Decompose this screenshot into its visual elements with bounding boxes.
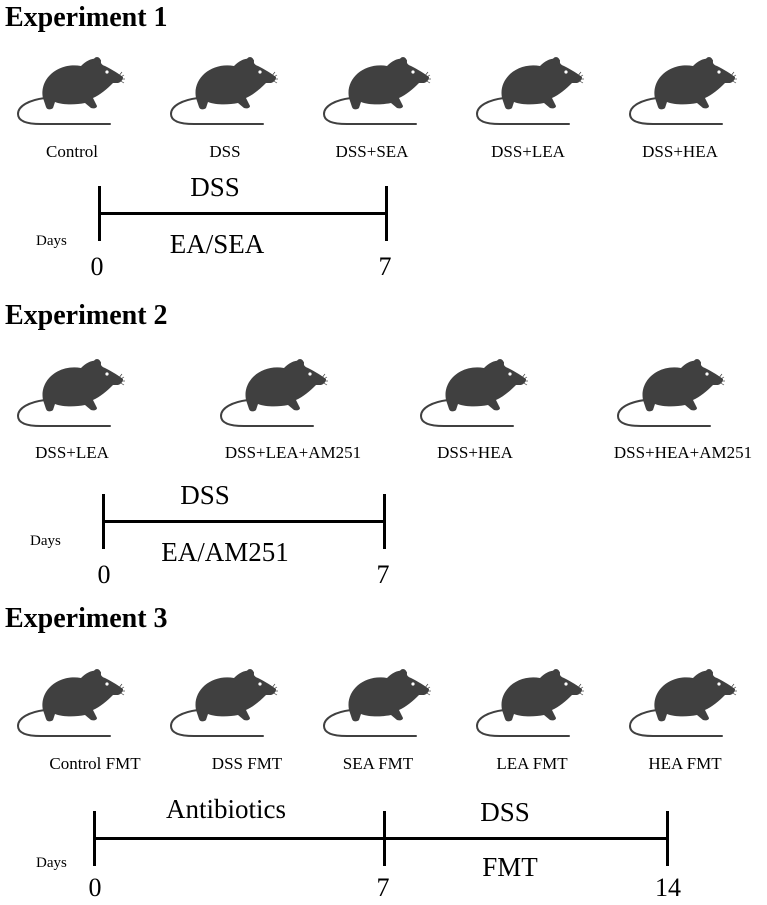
timeline-below-label: EA/AM251 <box>161 537 289 567</box>
timeline-above-label: DSS <box>480 797 530 827</box>
days-label: Days <box>36 233 67 249</box>
mouse-icon <box>627 662 737 737</box>
timeline-tick <box>93 811 96 866</box>
group-label-dss-sea: DSS+SEA <box>335 142 409 161</box>
days-label: Days <box>30 533 61 549</box>
mouse-icon <box>15 50 125 125</box>
mouse-icon <box>15 352 125 427</box>
mouse-icon <box>218 352 328 427</box>
days-label: Days <box>36 855 67 871</box>
timeline-line <box>94 837 668 840</box>
group-label-dss-lea: DSS+LEA <box>491 142 565 161</box>
day-7-label: 7 <box>378 252 392 281</box>
group-label-dss-lea-am251: DSS+LEA+AM251 <box>224 443 362 462</box>
experiment-3-title: Experiment 3 <box>5 603 168 634</box>
group-label-dss-hea: DSS+HEA <box>642 142 718 161</box>
group-label-dss-hea-am251: DSS+HEA+AM251 <box>613 443 753 462</box>
day-0-label: 0 <box>88 873 102 902</box>
mouse-icon <box>321 662 431 737</box>
group-label-dss-lea: DSS+LEA <box>35 443 109 462</box>
timeline-line <box>99 212 387 215</box>
group-label-dss-hea: DSS+HEA <box>437 443 513 462</box>
timeline-below-label: FMT <box>482 852 538 882</box>
timeline-below-label: EA/SEA <box>169 229 265 259</box>
mouse-icon <box>615 352 725 427</box>
timeline-tick <box>383 811 386 866</box>
mouse-icon <box>627 50 737 125</box>
mouse-icon <box>418 352 528 427</box>
group-label-control-fmt: Control FMT <box>49 754 141 773</box>
timeline-line <box>103 520 385 523</box>
group-label-lea-fmt: LEA FMT <box>496 754 568 773</box>
mouse-icon <box>474 662 584 737</box>
timeline-tick <box>666 811 669 866</box>
mouse-icon <box>168 662 278 737</box>
day-7-label: 7 <box>376 873 390 902</box>
group-label-dss: DSS <box>209 142 241 161</box>
group-label-hea-fmt: HEA FMT <box>648 754 722 773</box>
day-0-label: 0 <box>97 560 111 589</box>
timeline-tick <box>383 494 386 549</box>
group-label-dss-fmt: DSS FMT <box>211 754 283 773</box>
timeline-above-label: Antibiotics <box>166 794 286 824</box>
timeline-tick <box>385 186 388 241</box>
timeline-above-label: DSS <box>180 480 230 510</box>
mouse-icon <box>321 50 431 125</box>
day-7-label: 7 <box>376 560 390 589</box>
day-14-label: 14 <box>655 873 681 902</box>
experiment-1-title: Experiment 1 <box>5 2 168 33</box>
timeline-tick <box>102 494 105 549</box>
group-label-control: Control <box>46 142 98 161</box>
day-0-label: 0 <box>90 252 104 281</box>
timeline-tick <box>98 186 101 241</box>
experiment-2-title: Experiment 2 <box>5 300 168 331</box>
group-label-sea-fmt: SEA FMT <box>342 754 414 773</box>
mouse-icon <box>474 50 584 125</box>
timeline-above-label: DSS <box>190 172 240 202</box>
mouse-icon <box>168 50 278 125</box>
mouse-icon <box>15 662 125 737</box>
